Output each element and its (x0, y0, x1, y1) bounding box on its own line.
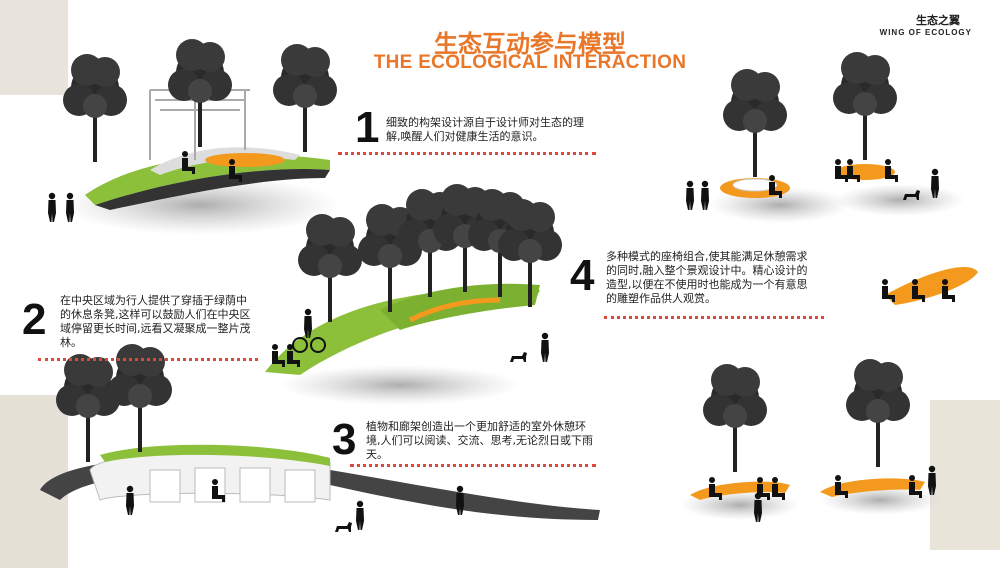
section-2-divider (38, 358, 258, 361)
section-3-text: 植物和廊架创造出一个更加舒适的室外休憩环境,人们可以阅读、交流、思考,无论烈日或… (366, 420, 593, 461)
title-english: THE ECOLOGICAL INTERACTION (373, 52, 687, 73)
faded-photo-right-bottom (930, 400, 1000, 550)
scene-ring-benches (686, 52, 965, 223)
title-chinese: 生态互动参与模型 (434, 30, 626, 58)
faded-photo-left-top (0, 0, 68, 95)
section-1-number: 1 (355, 103, 380, 152)
scene-3-pavilion (40, 344, 600, 532)
section-3-divider (350, 464, 596, 467)
section-4-divider (604, 316, 824, 319)
brand-chinese: 生态之翼 (916, 14, 960, 27)
section-2-number: 2 (22, 295, 47, 344)
scene-2-grove (265, 184, 562, 405)
section-1-divider (338, 152, 596, 155)
scene-4-curved-bench (882, 266, 978, 305)
scene-1-pergola (48, 39, 340, 235)
brand-english: WING OF ECOLOGY (879, 28, 972, 37)
section-4-text: 多种模式的座椅组合,使其能满足休憩需求的同时,融入整个景观设计中。精心设计的造型… (606, 250, 808, 305)
scene-planter-benches (680, 359, 940, 522)
section-2-text: 在中央区域为行人提供了穿插于绿荫中的休息条凳,这样可以鼓励人们在中央区域停留更长… (60, 294, 251, 349)
section-1-text: 细致的构架设计源自于设计师对生态的理解,唤醒人们对健康生活的意识。 (386, 116, 584, 143)
section-4-number: 4 (570, 251, 595, 300)
section-3-number: 3 (332, 415, 357, 464)
